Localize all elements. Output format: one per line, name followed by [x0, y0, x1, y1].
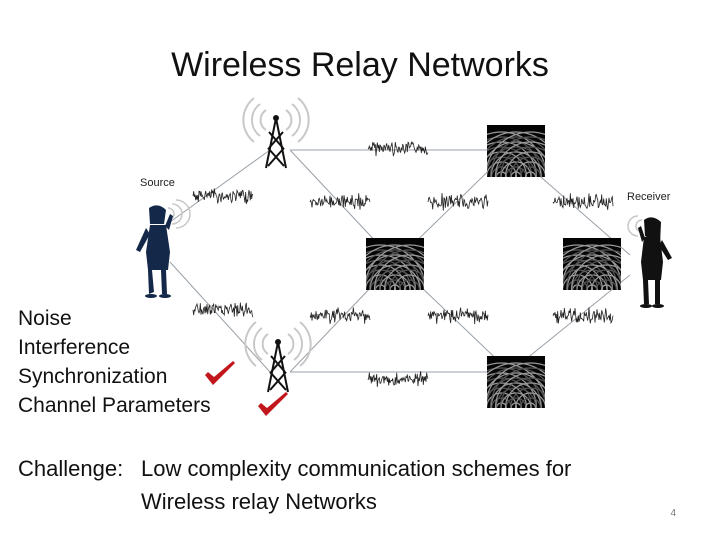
noise-waveform-icon [552, 193, 614, 210]
noise-waveform-icon [367, 371, 429, 387]
source-label: Source [140, 177, 175, 189]
challenge-line-2: Wireless relay Networks [141, 489, 377, 514]
check-icon [205, 361, 235, 385]
receiver-person-icon [627, 215, 672, 308]
receiver-label: Receiver [627, 191, 671, 203]
antenna-tower-icon [242, 97, 310, 169]
challenge-label: Challenge: [18, 456, 124, 481]
page-number: 4 [670, 508, 676, 519]
issue-item: Synchronization [18, 365, 168, 388]
noise-waveform-icon [309, 193, 371, 210]
antenna-tower-icon [244, 321, 312, 393]
challenge-text: Challenge: Low complexity communication s… [18, 452, 571, 518]
noise-waveform-icon [427, 193, 489, 211]
noise-waveform-icon [192, 188, 254, 205]
noise-waveform-icon [367, 140, 429, 157]
issues-list: Noise Interference Synchronization Chann… [18, 304, 211, 420]
challenge-line-1: Low complexity communication schemes for [141, 456, 572, 481]
relay-node-icon [487, 356, 545, 408]
check-icon [258, 392, 288, 416]
relay-node-icon [366, 238, 424, 290]
issue-item: Interference [18, 336, 131, 359]
relay-node-icon [563, 238, 621, 290]
source-person-icon [136, 199, 191, 298]
noise-waveform-icon [309, 307, 371, 324]
issue-item: Noise [18, 307, 72, 330]
noise-waveform-icon [427, 307, 489, 325]
relay-node-icon [487, 125, 545, 177]
issue-item: Channel Parameters [18, 394, 211, 417]
noise-waveform-icon [192, 302, 254, 318]
slide-title: Wireless Relay Networks [171, 46, 549, 84]
noise-waveform-icon [552, 307, 614, 325]
